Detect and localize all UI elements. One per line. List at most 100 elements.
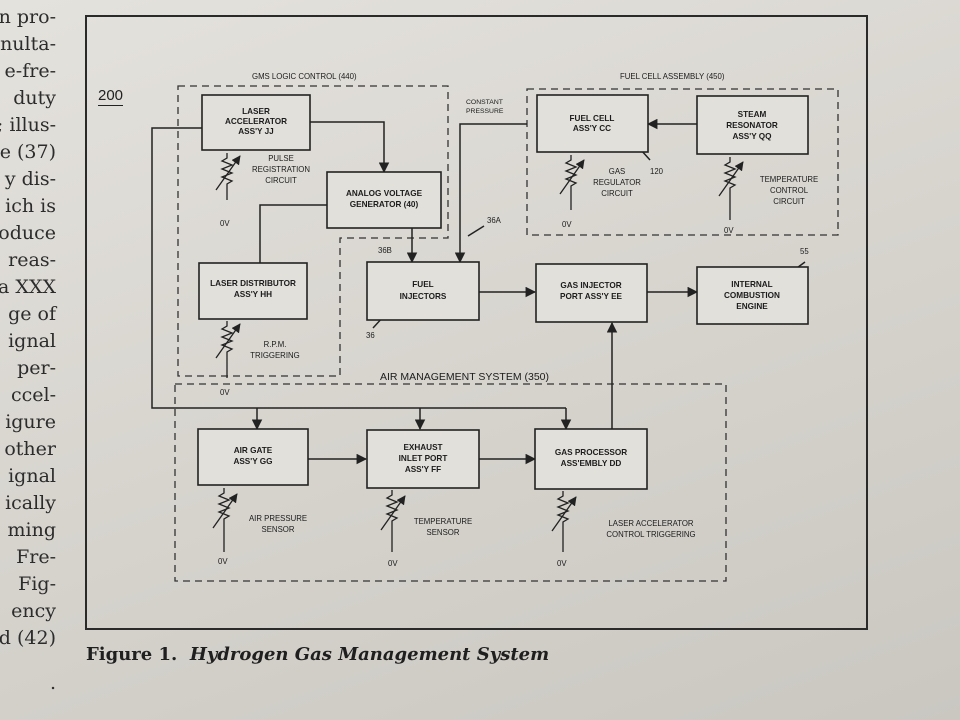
variable-resistor-icon xyxy=(215,321,241,378)
svg-text:ASS'Y FF: ASS'Y FF xyxy=(405,465,441,474)
ground-label: 0V xyxy=(220,388,230,397)
block-internal-combustion-engine: INTERNAL COMBUSTION ENGINE xyxy=(696,266,809,325)
svg-text:AIR PRESSURE: AIR PRESSURE xyxy=(249,514,307,523)
margin-line: ically xyxy=(5,492,56,514)
margin-line: ignal xyxy=(8,330,56,352)
svg-text:INTERNAL: INTERNAL xyxy=(731,280,772,289)
fuel-cell-group-label: FUEL CELL ASSEMBLY (450) xyxy=(620,72,725,81)
svg-text:LASER: LASER xyxy=(242,107,270,116)
svg-text:FUEL CELL: FUEL CELL xyxy=(570,114,615,123)
margin-line: ignal xyxy=(8,465,56,487)
margin-line: oduce xyxy=(0,222,56,244)
margin-line: ency xyxy=(11,600,56,622)
svg-text:GENERATOR (40): GENERATOR (40) xyxy=(350,200,419,209)
svg-text:TEMPERATURE: TEMPERATURE xyxy=(414,517,472,526)
svg-text:REGISTRATION: REGISTRATION xyxy=(252,165,310,174)
svg-text:CIRCUIT: CIRCUIT xyxy=(265,176,297,185)
svg-text:CONTROL: CONTROL xyxy=(770,186,809,195)
ref-55-label: 55 xyxy=(800,247,809,256)
margin-line: ; illus- xyxy=(0,114,56,136)
svg-text:INLET PORT: INLET PORT xyxy=(399,454,448,463)
svg-text:TEMPERATURE: TEMPERATURE xyxy=(760,175,818,184)
block-analog-voltage-generator: ANALOG VOLTAGE GENERATOR (40) xyxy=(326,171,442,229)
margin-line: e (37) xyxy=(0,141,56,163)
caption-prefix: Figure 1. xyxy=(86,644,178,665)
svg-text:RESONATOR: RESONATOR xyxy=(726,121,778,130)
svg-text:COMBUSTION: COMBUSTION xyxy=(724,291,780,300)
svg-text:TRIGGERING: TRIGGERING xyxy=(250,351,299,360)
svg-text:CONTROL TRIGGERING: CONTROL TRIGGERING xyxy=(606,530,695,539)
block-gas-processor: GAS PROCESSOR ASS'EMBLY DD xyxy=(534,428,648,490)
svg-text:R.P.M.: R.P.M. xyxy=(264,340,287,349)
block-air-gate: AIR GATE ASS'Y GG xyxy=(197,428,309,486)
margin-line: ming xyxy=(7,519,57,541)
svg-text:CIRCUIT: CIRCUIT xyxy=(773,197,805,206)
variable-resistor-icon xyxy=(559,155,585,210)
svg-text:GAS: GAS xyxy=(609,167,625,176)
svg-text:ACCELERATOR: ACCELERATOR xyxy=(225,117,287,126)
margin-line: n pro- xyxy=(0,6,56,28)
svg-text:GAS PROCESSOR: GAS PROCESSOR xyxy=(555,448,627,457)
svg-text:AIR GATE: AIR GATE xyxy=(234,446,273,455)
margin-line: y dis- xyxy=(4,168,56,190)
margin-line: Fig- xyxy=(18,573,56,595)
temperature-control-label: TEMPERATURE CONTROL CIRCUIT xyxy=(760,175,818,206)
svg-text:PULSE: PULSE xyxy=(268,154,294,163)
svg-text:ASS'Y JJ: ASS'Y JJ xyxy=(238,127,273,136)
svg-text:CONSTANT: CONSTANT xyxy=(466,99,503,106)
svg-text:SENSOR: SENSOR xyxy=(427,528,460,537)
margin-line: duty xyxy=(13,87,56,109)
block-gas-injector-port: GAS INJECTOR PORT ASS'Y EE xyxy=(535,263,648,323)
figure-caption: Figure 1. Hydrogen Gas Management System xyxy=(86,644,549,665)
block-fuel-injectors: FUEL INJECTORS xyxy=(366,261,480,321)
ref-120-label: 120 xyxy=(650,167,664,176)
ground-label: 0V xyxy=(562,220,572,229)
margin-line: e-fre- xyxy=(4,60,56,82)
caption-title: Hydrogen Gas Management System xyxy=(189,644,550,665)
block-exhaust-inlet-port: EXHAUST INLET PORT ASS'Y FF xyxy=(366,429,480,489)
svg-text:LASER ACCELERATOR: LASER ACCELERATOR xyxy=(608,519,693,528)
margin-line: d (42) xyxy=(0,627,56,649)
svg-text:CIRCUIT: CIRCUIT xyxy=(601,189,633,198)
margin-line: reas- xyxy=(8,249,56,271)
margin-line: . xyxy=(49,672,56,694)
ground-label: 0V xyxy=(220,219,230,228)
gas-regulator-label: GAS REGULATOR CIRCUIT xyxy=(593,167,641,198)
air-management-boundary xyxy=(174,383,727,582)
svg-text:ASS'Y HH: ASS'Y HH xyxy=(234,290,272,299)
air-management-group-label: AIR MANAGEMENT SYSTEM (350) xyxy=(380,371,549,383)
block-fuel-cell: FUEL CELL ASS'Y CC xyxy=(536,94,649,153)
variable-resistor-icon xyxy=(212,488,238,552)
gms-logic-control-boundary xyxy=(177,85,449,377)
block-steam-resonator: STEAM RESONATOR ASS'Y QQ xyxy=(696,95,809,155)
ground-label: 0V xyxy=(724,226,734,235)
svg-text:ASS'Y GG: ASS'Y GG xyxy=(233,457,272,466)
constant-pressure-label: CONSTANT PRESSURE xyxy=(466,99,504,115)
svg-text:PORT ASS'Y EE: PORT ASS'Y EE xyxy=(560,292,623,301)
svg-text:EXHAUST: EXHAUST xyxy=(403,443,442,452)
margin-line: nulta- xyxy=(0,33,56,55)
temperature-sensor-label: TEMPERATURE SENSOR xyxy=(414,517,472,537)
block-laser-accelerator: LASER ACCELERATOR ASS'Y JJ xyxy=(201,94,311,151)
fuel-cell-assembly-boundary xyxy=(526,88,839,236)
margin-line: a XXX xyxy=(0,276,56,298)
ref-36a-label: 36A xyxy=(487,216,502,225)
svg-text:ASS'EMBLY DD: ASS'EMBLY DD xyxy=(561,459,622,468)
margin-line: Fre- xyxy=(16,546,56,568)
margin-line: ge of xyxy=(8,303,56,325)
margin-line: igure xyxy=(5,411,56,433)
svg-text:INJECTORS: INJECTORS xyxy=(400,292,447,301)
svg-text:LASER DISTRIBUTOR: LASER DISTRIBUTOR xyxy=(210,279,296,288)
svg-text:ASS'Y CC: ASS'Y CC xyxy=(573,124,611,133)
ground-label: 0V xyxy=(388,559,398,568)
laser-control-triggering-label: LASER ACCELERATOR CONTROL TRIGGERING xyxy=(606,519,695,539)
margin-line: other xyxy=(4,438,56,460)
variable-resistor-icon xyxy=(551,491,577,552)
ground-label: 0V xyxy=(557,559,567,568)
svg-text:ENGINE: ENGINE xyxy=(736,302,768,311)
svg-text:PRESSURE: PRESSURE xyxy=(466,108,504,115)
block-laser-distributor: LASER DISTRIBUTOR ASS'Y HH xyxy=(198,262,308,320)
svg-text:ASS'Y QQ: ASS'Y QQ xyxy=(732,132,772,141)
